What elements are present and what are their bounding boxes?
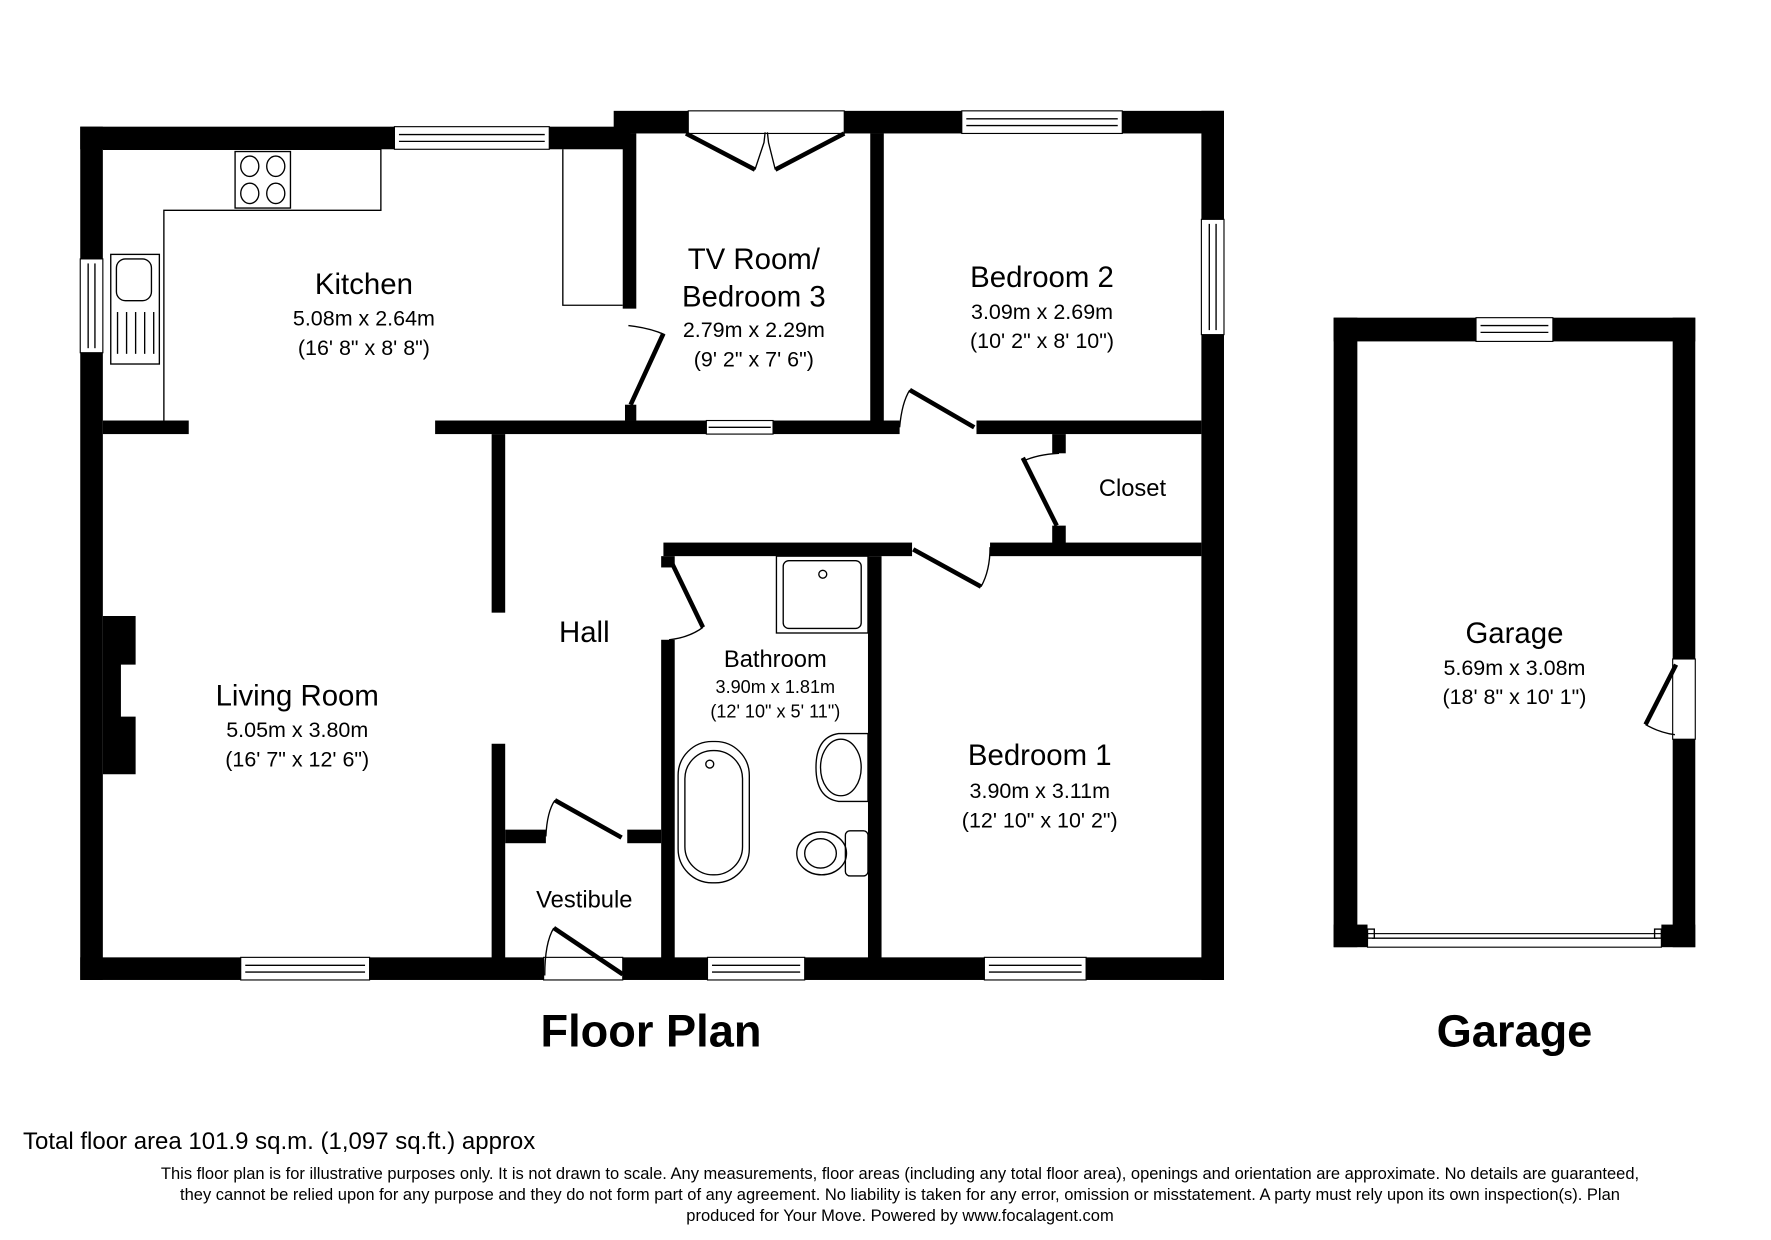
bathroom-fixtures — [677, 555, 869, 884]
shower-tray-icon — [775, 555, 869, 634]
tv-room-metric: 2.79m x 2.29m — [683, 318, 825, 342]
interior-walls — [102, 133, 1202, 959]
room-label-bedroom2: Bedroom 2 3.09m x 2.69m (10' 2" x 8' 10"… — [970, 261, 1114, 353]
kitchen-metric: 5.08m x 2.64m — [293, 307, 435, 331]
garage-name: Garage — [1465, 617, 1563, 650]
room-label-hall: Hall — [559, 616, 610, 649]
bedroom2-imperial: (10' 2" x 8' 10") — [970, 329, 1114, 353]
basin-icon — [815, 732, 869, 803]
bedroom2-name: Bedroom 2 — [970, 261, 1114, 294]
bedroom1-imperial: (12' 10" x 10' 2") — [962, 808, 1118, 832]
disclaimer: This floor plan is for illustrative purp… — [40, 1164, 1760, 1227]
bedroom1-name: Bedroom 1 — [968, 739, 1112, 772]
disclaimer-line-3: produced for Your Move. Powered by www.f… — [686, 1207, 1114, 1225]
floor-plan-title: Floor Plan — [541, 1006, 762, 1057]
sink-icon — [110, 253, 161, 365]
bedroom2-metric: 3.09m x 2.69m — [971, 300, 1113, 324]
garage-metric: 5.69m x 3.08m — [1443, 656, 1585, 680]
room-label-bathroom: Bathroom 3.90m x 1.81m (12' 10" x 5' 11"… — [710, 647, 840, 722]
room-label-living-room: Living Room 5.05m x 3.80m (16' 7" x 12' … — [216, 679, 379, 771]
room-label-kitchen: Kitchen 5.08m x 2.64m (16' 8" x 8' 8") — [293, 268, 435, 360]
garage-walls — [1333, 317, 1696, 948]
doors — [543, 110, 1060, 981]
tv-room-name-line1: TV Room/ — [688, 243, 821, 276]
tv-room-name-line2: Bedroom 3 — [682, 280, 826, 313]
bedroom1-metric: 3.90m x 3.11m — [970, 779, 1110, 803]
living-room-name: Living Room — [216, 679, 379, 712]
room-label-tv-room: TV Room/ Bedroom 3 2.79m x 2.29m (9' 2" … — [682, 243, 826, 371]
room-label-bedroom1: Bedroom 1 3.90m x 3.11m (12' 10" x 10' 2… — [962, 739, 1118, 832]
toilet-icon — [796, 830, 869, 877]
hob-icon — [234, 150, 292, 209]
garage-imperial: (18' 8" x 10' 1") — [1442, 685, 1586, 709]
bathroom-imperial: (12' 10" x 5' 11") — [710, 702, 840, 722]
closet-name: Closet — [1099, 476, 1167, 502]
main-house-walls — [80, 110, 1224, 980]
bathtub-icon — [677, 740, 750, 884]
windows — [79, 110, 1225, 981]
room-label-closet: Closet — [1099, 476, 1167, 502]
room-label-garage: Garage 5.69m x 3.08m (18' 8" x 10' 1") — [1442, 617, 1586, 709]
living-room-metric: 5.05m x 3.80m — [226, 718, 368, 742]
hall-name: Hall — [559, 616, 610, 649]
vestibule-name: Vestibule — [536, 888, 632, 914]
disclaimer-line-1: This floor plan is for illustrative purp… — [160, 1165, 1640, 1183]
living-room-imperial: (16' 7" x 12' 6") — [225, 747, 369, 771]
disclaimer-line-2: they cannot be relied upon for any purpo… — [180, 1186, 1620, 1204]
bathroom-name: Bathroom — [724, 647, 827, 673]
kitchen-fixtures — [102, 148, 623, 421]
kitchen-name: Kitchen — [315, 268, 413, 301]
kitchen-imperial: (16' 8" x 8' 8") — [298, 336, 430, 360]
total-floor-area: Total floor area 101.9 sq.m. (1,097 sq.f… — [23, 1128, 536, 1155]
room-label-vestibule: Vestibule — [536, 888, 632, 914]
garage-plan-title: Garage — [1437, 1006, 1593, 1057]
bathroom-metric: 3.90m x 1.81m — [716, 677, 836, 697]
tv-room-imperial: (9' 2" x 7' 6") — [694, 347, 814, 371]
